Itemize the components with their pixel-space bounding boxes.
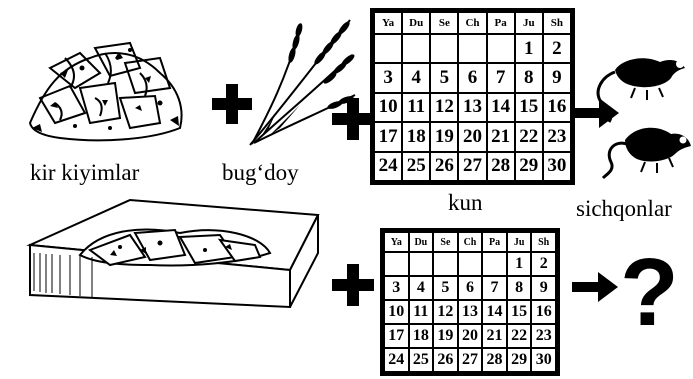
plus-icon	[212, 84, 252, 124]
calendar-day: 18	[407, 323, 435, 349]
calendar-day: 16	[541, 91, 573, 124]
weekday-header: Du	[407, 231, 435, 253]
calendar-day: 21	[481, 323, 508, 349]
calendar-day: 2	[541, 32, 573, 65]
calendar-day: 8	[505, 275, 533, 301]
weekday-header: Pa	[485, 11, 516, 35]
calendar-day: 22	[513, 121, 544, 153]
calendar-day	[401, 32, 432, 65]
calendar-day: 7	[481, 275, 508, 301]
calendar-day: 29	[505, 347, 533, 373]
calendar-day: 1	[513, 32, 544, 65]
weekday-header: Sh	[541, 11, 573, 35]
dirty-clothes-pile-illustration	[28, 41, 183, 142]
weekday-header: Sh	[530, 231, 557, 253]
calendar-day: 27	[457, 150, 488, 183]
calendar-day: 23	[530, 323, 557, 349]
calendar-day: 25	[401, 150, 432, 183]
calendar-day: 13	[457, 91, 488, 124]
day-label: kun	[448, 190, 483, 215]
wheat-label: bug‘doy	[222, 160, 299, 185]
calendar-day: 6	[457, 62, 488, 94]
calendar-day: 19	[429, 121, 460, 153]
calendar-day: 11	[407, 299, 435, 325]
calendar-day: 4	[407, 275, 435, 301]
calendar-day: 10	[383, 299, 410, 325]
calendar-day: 26	[432, 347, 459, 373]
calendar-day: 22	[505, 323, 533, 349]
calendar-day: 6	[456, 275, 484, 301]
weekday-header: Ju	[513, 11, 544, 35]
calendar-day	[457, 32, 488, 65]
calendar-day: 30	[530, 347, 557, 373]
calendar-day: 23	[541, 121, 573, 153]
calendar-day: 14	[481, 299, 508, 325]
mice-illustration	[596, 58, 691, 180]
calendar-day: 15	[505, 299, 533, 325]
calendar-day: 19	[432, 323, 459, 349]
calendar-day: 9	[541, 62, 573, 94]
dirty-clothes-label: kir kiyimlar	[30, 160, 140, 185]
calendar-day	[481, 251, 508, 277]
calendar-day: 30	[541, 150, 573, 183]
calendar-day: 27	[456, 347, 484, 373]
weekday-header: Se	[432, 231, 459, 253]
calendar-day: 3	[383, 275, 410, 301]
calendar-day: 14	[485, 91, 516, 124]
weekday-header: Ju	[505, 231, 533, 253]
weekday-header: Ya	[383, 231, 410, 253]
calendar-day: 18	[401, 121, 432, 153]
weekday-header: Ya	[372, 11, 404, 35]
calendar-day: 20	[457, 121, 488, 153]
calendar-day: 8	[513, 62, 544, 94]
calendar-day	[372, 32, 404, 65]
mice-label: sichqonlar	[576, 196, 672, 221]
calendar-day: 16	[530, 299, 557, 325]
calendar-day: 12	[429, 91, 460, 124]
calendar-day: 15	[513, 91, 544, 124]
calendar-day	[456, 251, 484, 277]
calendar-day: 17	[372, 121, 404, 153]
calendar-day: 21	[485, 121, 516, 153]
calendar-day: 17	[383, 323, 410, 349]
calendar-day: 7	[485, 62, 516, 94]
calendar-day: 5	[429, 62, 460, 94]
arrow-right-icon	[572, 272, 618, 302]
weekday-header: Ch	[457, 11, 488, 35]
question-mark: ?	[620, 239, 679, 346]
calendar-day: 5	[432, 275, 459, 301]
box-with-clothes-illustration	[26, 198, 320, 309]
calendar-day	[429, 32, 460, 65]
weekday-header: Se	[429, 11, 460, 35]
plus-icon	[332, 264, 374, 306]
calendar-day: 25	[407, 347, 435, 373]
calendar-day: 24	[383, 347, 410, 373]
calendar-day: 12	[432, 299, 459, 325]
calendar-day: 24	[372, 150, 404, 183]
plus-icon	[332, 98, 374, 140]
calendar-day: 9	[530, 275, 557, 301]
calendar-day: 29	[513, 150, 544, 183]
calendar-day	[485, 32, 516, 65]
calendar-day: 20	[456, 323, 484, 349]
calendar-day: 3	[372, 62, 404, 94]
wheat-illustration	[249, 19, 356, 146]
calendar-day: 2	[530, 251, 557, 277]
weekday-header: Pa	[481, 231, 508, 253]
calendar-day	[407, 251, 435, 277]
calendar-day: 26	[429, 150, 460, 183]
calendar-day: 1	[505, 251, 533, 277]
calendar-day: 28	[485, 150, 516, 183]
calendar-day: 28	[481, 347, 508, 373]
calendar-day: 10	[372, 91, 404, 124]
calendar-day	[432, 251, 459, 277]
weekday-header: Ch	[456, 231, 484, 253]
calendar-day: 11	[401, 91, 432, 124]
calendar-day	[383, 251, 410, 277]
calendar-day: 13	[456, 299, 484, 325]
calendar-day: 4	[401, 62, 432, 94]
weekday-header: Du	[401, 11, 432, 35]
